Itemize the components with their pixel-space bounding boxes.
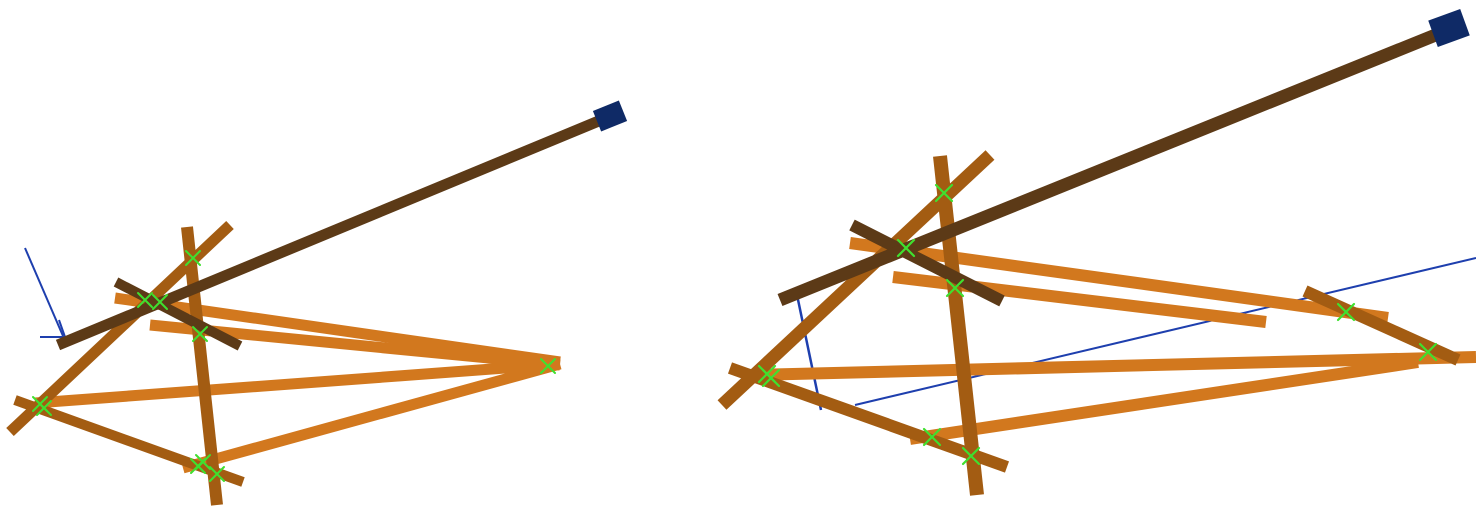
arrow-icon [25, 248, 65, 337]
left-panel [10, 101, 627, 505]
right-panel [722, 9, 1476, 495]
arrow-shaft [25, 248, 63, 336]
stick-dark-long [58, 118, 606, 345]
stick-mid [1305, 291, 1458, 360]
stick-dark-long [780, 32, 1443, 300]
